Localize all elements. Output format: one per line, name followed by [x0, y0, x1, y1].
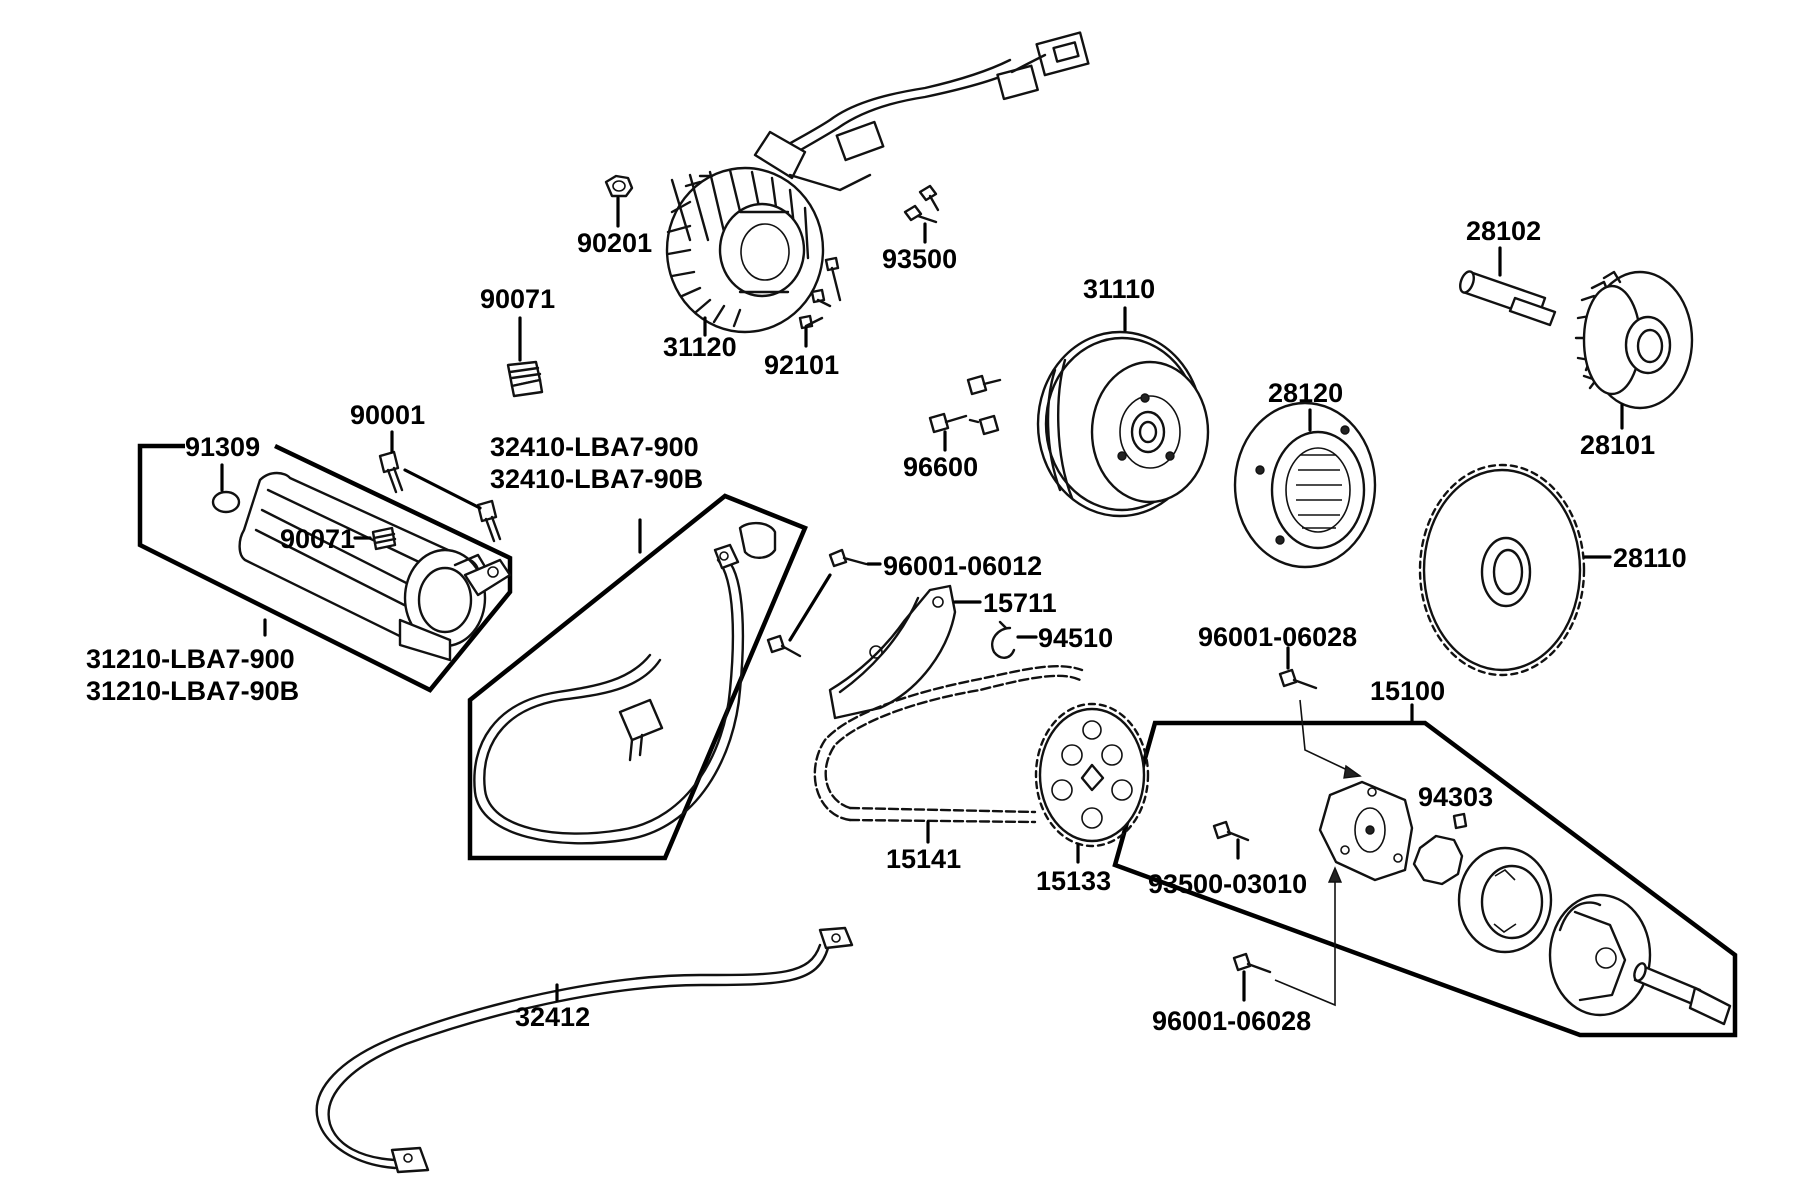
label-15100: 15100	[1370, 676, 1445, 706]
starter-cable-32410-part	[473, 521, 777, 845]
gear-28110-part	[1418, 463, 1586, 677]
clip-94510-part	[991, 620, 1016, 659]
label-15133: 15133	[1036, 866, 1111, 896]
label-93500: 93500	[882, 244, 957, 274]
label-28102: 28102	[1466, 216, 1541, 246]
oil-pump-group-outline	[1112, 720, 1738, 1038]
plug-90071-side-part	[371, 526, 397, 551]
oring-91309-part	[211, 490, 241, 514]
starter-motor-31210-part	[238, 471, 512, 662]
label-31210-90b: 31210-LBA7-90B	[86, 676, 299, 706]
label-31120: 31120	[663, 332, 737, 362]
label-32412: 32412	[515, 1002, 590, 1032]
pin-28102-part	[1459, 270, 1557, 327]
label-32410-900: 32410-LBA7-900	[490, 432, 699, 462]
label-96600: 96600	[903, 452, 978, 482]
label-28101: 28101	[1580, 430, 1655, 460]
flywheel-31110-part	[1036, 330, 1210, 518]
label-90071-side: 90071	[280, 524, 355, 554]
pump-shaft-part	[1633, 962, 1732, 1026]
label-31110: 31110	[1083, 274, 1155, 304]
gear-28101-part	[1574, 270, 1694, 410]
screws-93500-part	[903, 184, 940, 224]
label-91309: 91309	[185, 432, 260, 462]
label-96001-06028-top: 96001-06028	[1198, 622, 1357, 652]
starter-clutch-28120-part	[1233, 401, 1377, 569]
pump-cover-part	[1318, 780, 1414, 882]
chain-15141-part	[813, 665, 1084, 824]
label-94510: 94510	[1038, 623, 1113, 653]
bolts-90001-part	[378, 450, 502, 543]
bolts-96600-part	[928, 374, 1002, 436]
screw-96001-06028-bottom-part	[1232, 952, 1272, 974]
label-15711: 15711	[983, 588, 1057, 618]
pump-body-part	[1548, 893, 1652, 1017]
starter-cable-group-outline	[467, 493, 808, 861]
label-28110: 28110	[1613, 543, 1687, 573]
arrowhead-bottom	[1327, 866, 1343, 883]
label-15141: 15141	[886, 844, 961, 874]
label-93500-03010: 93500-03010	[1148, 869, 1307, 899]
plug-90071-part	[506, 360, 544, 398]
sprocket-15133-part	[1034, 702, 1150, 848]
label-90201: 90201	[577, 228, 652, 258]
label-90071-top: 90071	[480, 284, 555, 314]
screws-96001-06012-part	[766, 548, 868, 658]
stator-coil-part	[665, 31, 1090, 334]
starter-motor-group-outline	[137, 443, 513, 693]
leader-96001-06012-b	[788, 573, 832, 642]
outer-rotor-part	[1457, 846, 1553, 954]
label-94303: 94303	[1418, 782, 1493, 812]
chain-guide-15711-part	[828, 584, 957, 720]
label-96001-06028-bottom: 96001-06028	[1152, 1006, 1311, 1036]
arrow-96001-06028-top	[1299, 699, 1361, 777]
arrow-96001-06028-bottom	[1274, 870, 1336, 1007]
inner-rotor-part	[1412, 834, 1464, 886]
leader-90001-b	[403, 468, 482, 510]
screw-96001-06028-top-part	[1278, 668, 1318, 690]
label-90001: 90001	[350, 400, 425, 430]
bolts-92101-part	[798, 256, 842, 330]
label-32410-90b: 32410-LBA7-90B	[490, 464, 703, 494]
label-92101: 92101	[764, 350, 839, 380]
nut-90201-part	[604, 174, 634, 198]
arrowhead-top	[1343, 764, 1362, 779]
battery-cable-32412-part	[315, 926, 854, 1174]
label-31210-900: 31210-LBA7-900	[86, 644, 295, 674]
screw-93500-03010-part	[1212, 820, 1250, 842]
label-96001-06012: 96001-06012	[883, 551, 1042, 581]
label-28120: 28120	[1268, 378, 1343, 408]
pin-94303-part	[1452, 812, 1468, 830]
